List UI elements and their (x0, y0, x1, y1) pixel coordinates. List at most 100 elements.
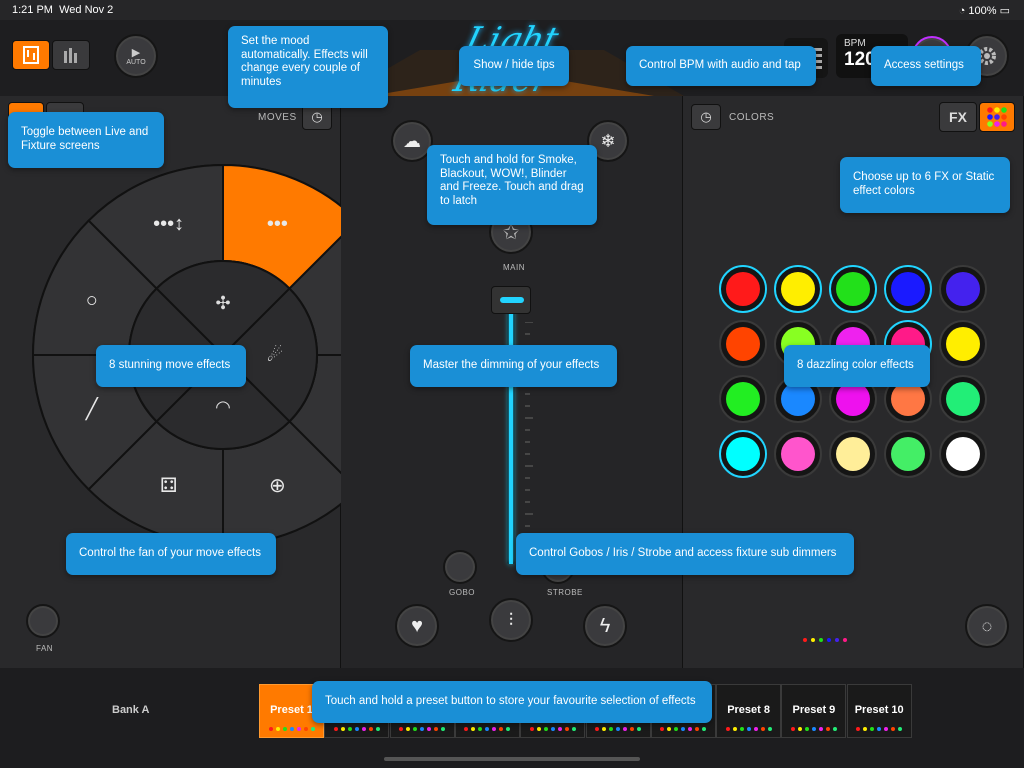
home-indicator (384, 757, 640, 761)
preset-color-dot (413, 727, 418, 731)
preset-color-dot (434, 727, 439, 731)
color-swatch[interactable] (719, 375, 767, 423)
strobe-label: STROBE (547, 588, 583, 597)
mini-color-dot (994, 114, 1000, 120)
favorite-button[interactable]: ♥ (395, 604, 439, 648)
color-fx-button[interactable]: FX (939, 102, 977, 132)
live-screen-button[interactable] (12, 40, 50, 70)
preset-color-dot (471, 727, 476, 731)
preset-color-dot (760, 727, 765, 731)
mini-color-dot (987, 107, 993, 113)
gauge-icon: ◠ (215, 397, 231, 417)
tip-bpm: Control BPM with audio and tap (626, 46, 816, 86)
color-swatch-fill (946, 272, 980, 306)
tip-smoke: Touch and hold for Smoke, Blackout, WOW!… (427, 145, 597, 225)
preset-color-dot (616, 727, 620, 731)
preset-button[interactable]: Preset 8 (716, 684, 782, 738)
dimmer-track[interactable] (507, 306, 515, 564)
preset-button[interactable]: Preset 10 (846, 684, 912, 738)
smoke-icon: ☁ (403, 130, 421, 151)
static-colors-button[interactable] (979, 102, 1015, 132)
tip-toggle: Toggle between Live and Fixture screens (8, 112, 164, 168)
status-bar: 1:21 PM Wed Nov 2 ◔ 100% ▭ (0, 0, 1024, 20)
color-swatch[interactable] (774, 265, 822, 313)
gobo-knob[interactable] (443, 550, 477, 584)
preset-color-dot (550, 727, 555, 731)
fan-knob[interactable] (26, 604, 60, 638)
fan-label: FAN (36, 644, 54, 653)
preset-color-dot (863, 727, 868, 731)
preset-color-dot (767, 727, 772, 731)
preset-color-dot (702, 727, 707, 731)
preset-color-dot (557, 727, 562, 731)
color-swatch[interactable] (719, 265, 767, 313)
preset-color-dot (529, 727, 534, 731)
preset-label: Preset 10 (854, 704, 904, 716)
preset-color-dot (347, 727, 352, 731)
tip-choose-colors: Choose up to 6 FX or Static effect color… (840, 157, 1010, 213)
preset-color-dot (877, 727, 882, 731)
color-swatch[interactable] (719, 430, 767, 478)
color-wheel-button[interactable]: ◌ (965, 604, 1009, 648)
preset-color-dot (399, 727, 404, 731)
preset-color-dot (674, 727, 679, 731)
freeze-button[interactable]: ❄ (587, 120, 629, 162)
dimmer-handle[interactable] (491, 286, 531, 314)
preset-label: Preset 8 (727, 704, 770, 716)
preset-color-dot (296, 727, 301, 731)
preset-color-dot (310, 727, 315, 731)
color-swatch-fill (781, 382, 815, 416)
sub-dimmers-button[interactable]: ⫶ (489, 598, 533, 642)
sliders-icon: ⫶ (508, 609, 514, 630)
mini-color-dot (987, 114, 993, 120)
dots-vertical-icon: •••↕ (153, 213, 184, 235)
preset-color-dot (725, 727, 730, 731)
preset-color-dots (260, 727, 323, 731)
preset-color-dots (652, 727, 715, 731)
preset-color-dot (609, 727, 613, 731)
preset-color-dot (797, 727, 802, 731)
auto-button[interactable]: ▶ AUTO (114, 34, 158, 78)
moves-clock-button[interactable]: ◷ (302, 104, 332, 130)
color-swatch[interactable] (719, 320, 767, 368)
snowflake-icon: ❄ (600, 130, 616, 151)
color-swatch[interactable] (939, 265, 987, 313)
star-icon: ✩ (502, 221, 520, 244)
ring-icon: ◌ (981, 615, 993, 636)
preset-color-dot (564, 727, 569, 731)
preset-color-dot (623, 727, 627, 731)
color-swatch[interactable] (884, 430, 932, 478)
mixer-screen-button[interactable] (52, 40, 90, 70)
color-swatch[interactable] (884, 265, 932, 313)
dimmer-handle-line (500, 297, 524, 303)
preset-color-dot (804, 727, 809, 731)
preset-color-dot (333, 727, 338, 731)
preset-color-dot (790, 727, 795, 731)
color-swatch[interactable] (829, 430, 877, 478)
smoke-button[interactable]: ☁ (391, 120, 433, 162)
moves-label: MOVES (258, 112, 297, 123)
preset-color-dot (818, 727, 823, 731)
color-swatch[interactable] (939, 320, 987, 368)
preset-color-dot (303, 727, 308, 731)
clock-icon: ◷ (700, 109, 712, 124)
preset-button[interactable]: Preset 9 (781, 684, 847, 738)
strip-color-dot (835, 638, 839, 642)
strip-color-dot (843, 638, 847, 642)
color-swatch[interactable] (939, 430, 987, 478)
bank-label[interactable]: Bank A (112, 704, 150, 716)
color-swatch-fill (726, 382, 760, 416)
color-swatch[interactable] (939, 375, 987, 423)
tip-show-hide[interactable]: Show / hide tips (459, 46, 569, 86)
color-swatch[interactable] (829, 265, 877, 313)
move-effect-wheel: •••↕•••≋≈⊕⚃╱○ ✣☄◠◯ (31, 163, 415, 547)
tip-move-effects: 8 stunning move effects (96, 345, 246, 387)
preset-color-dot (427, 727, 432, 731)
color-swatch[interactable] (774, 430, 822, 478)
clock-icon: ◷ (311, 109, 323, 124)
strobe-flash-button[interactable]: ϟ (583, 604, 627, 648)
preset-color-dot (289, 727, 294, 731)
colors-clock-button[interactable]: ◷ (691, 104, 721, 130)
heart-icon: ♥ (411, 614, 423, 637)
preset-color-dot (275, 727, 280, 731)
